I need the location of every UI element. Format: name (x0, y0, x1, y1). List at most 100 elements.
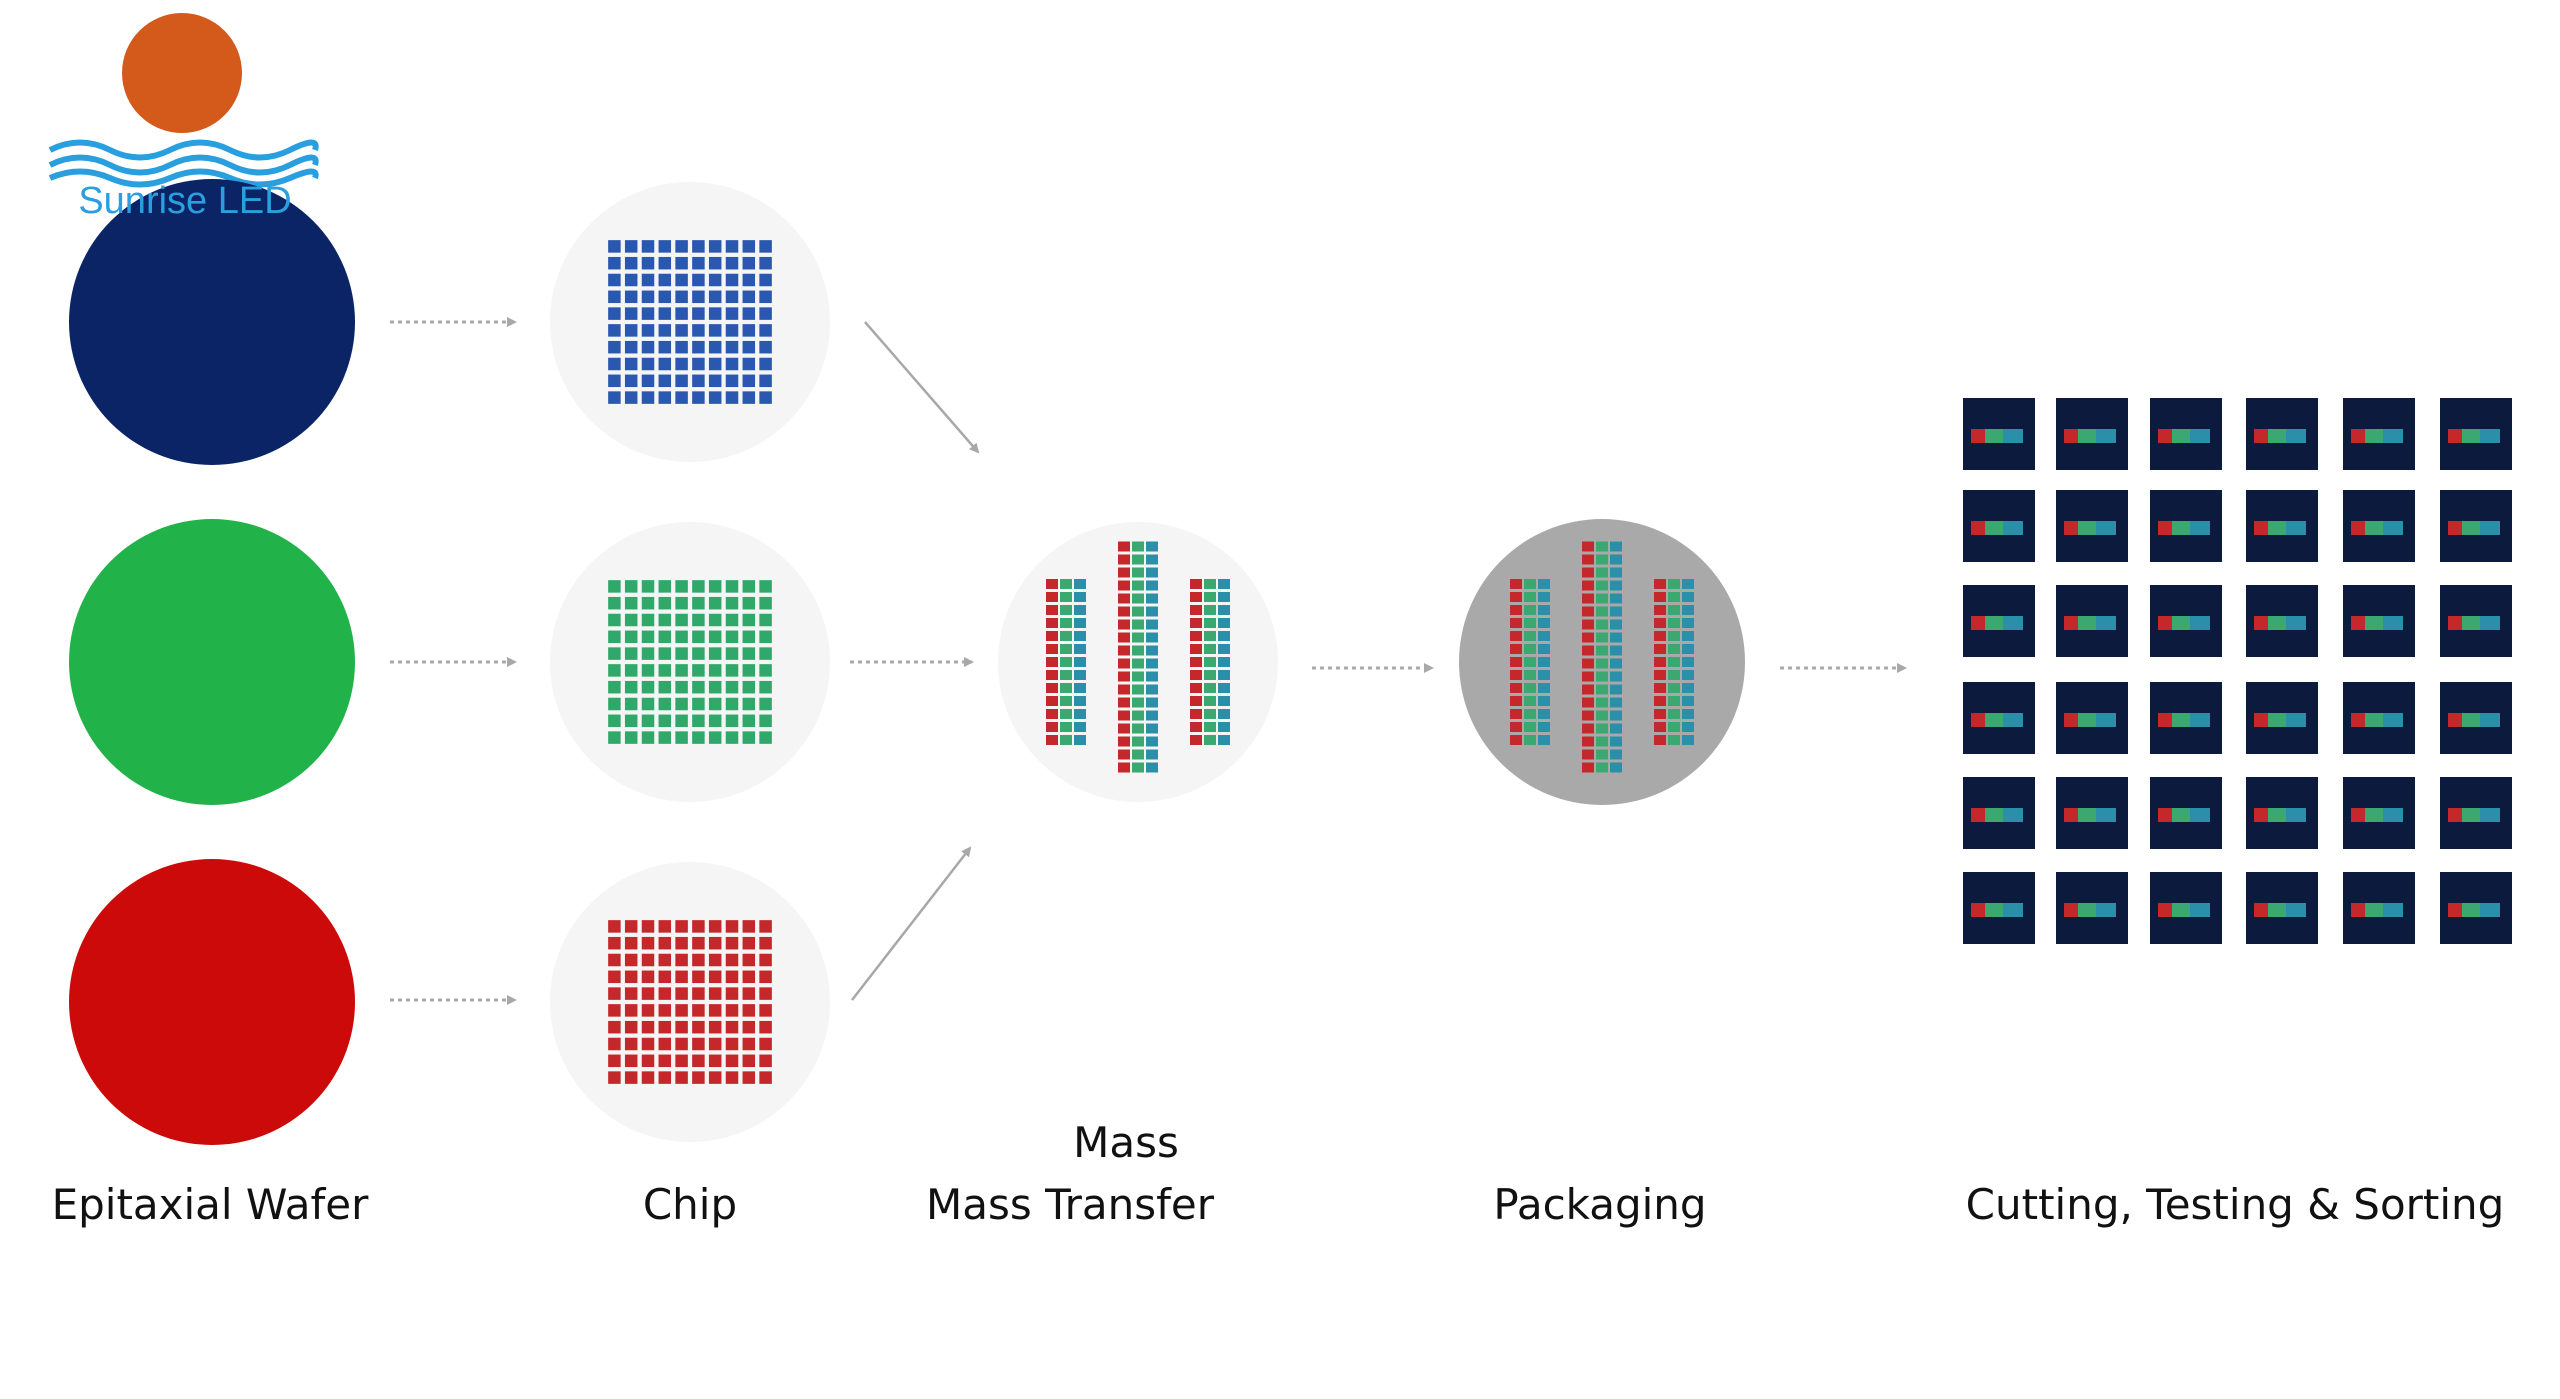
led-column-cell (1060, 683, 1072, 693)
led-column-cell (1596, 736, 1608, 747)
chip-cell-green (759, 630, 772, 644)
led-column-cell (1046, 657, 1058, 667)
led-column-cell (1654, 592, 1666, 602)
led-blue-emitter (2096, 903, 2116, 917)
chip-cell-green (658, 647, 672, 660)
chip-cell-red (692, 1054, 705, 1068)
led-column-cell (1046, 592, 1058, 602)
led-column-cell (1582, 697, 1594, 708)
led-column-cell (1682, 618, 1694, 628)
led-red-emitter (2448, 808, 2462, 822)
led-column-cell (1190, 579, 1202, 589)
led-column-cell (1596, 710, 1608, 721)
led-green-emitter (2268, 713, 2286, 727)
led-green-emitter (2268, 616, 2286, 630)
led-column-cell (1524, 709, 1536, 719)
led-column-cell (1510, 618, 1522, 628)
chip-cell-green (624, 697, 638, 711)
led-blue-emitter (2286, 429, 2306, 443)
chip-cell-blue (624, 324, 638, 337)
chip-cell-blue (725, 273, 739, 287)
led-column-cell (1218, 722, 1230, 732)
chip-cell-blue (708, 307, 722, 320)
led-red-emitter (2064, 808, 2078, 822)
chip-cell-red (725, 987, 739, 1000)
chip-cell-blue (692, 357, 705, 371)
led-column-cell (1582, 671, 1594, 682)
flow-arrows (390, 317, 1907, 1005)
arrow-chip-blue-to-mass (864, 321, 980, 454)
led-column-cell (1118, 554, 1130, 565)
led-column-cell (1610, 658, 1622, 669)
chip-cell-red (608, 936, 621, 950)
led-red-emitter (2351, 903, 2365, 917)
led-green-emitter (2365, 429, 2383, 443)
chip-cell-blue (692, 273, 705, 287)
led-column-cell (1538, 618, 1550, 628)
led-column-cell (1596, 619, 1608, 630)
led-column-cell (1582, 645, 1594, 656)
led-red-emitter (2064, 616, 2078, 630)
led-column-cell (1132, 658, 1144, 669)
chip-cell-red (624, 1004, 638, 1017)
led-column-cell (1190, 592, 1202, 602)
led-column-cell (1538, 605, 1550, 615)
chip-grid-red (608, 920, 772, 1084)
led-column-cell (1074, 683, 1086, 693)
label-mass-transfer: Mass Transfer (926, 1180, 1214, 1229)
led-column-cell (1218, 670, 1230, 680)
led-blue-emitter (2003, 616, 2023, 630)
chip-cell-green (742, 580, 756, 593)
chip-cell-red (742, 953, 756, 967)
led-column-cell (1190, 644, 1202, 654)
led-column-cell (1190, 722, 1202, 732)
led-column-cell (1060, 644, 1072, 654)
chip-cell-red (658, 953, 672, 967)
sunrise-led-logo (48, 13, 319, 188)
led-blue-emitter (2383, 713, 2403, 727)
led-column-cell (1132, 619, 1144, 630)
led-red-emitter (2064, 903, 2078, 917)
led-green-emitter (2268, 903, 2286, 917)
led-column-cell (1524, 592, 1536, 602)
led-column-cell (1118, 567, 1130, 578)
chip-cell-red (708, 1054, 722, 1068)
chip-cell-green (624, 630, 638, 644)
chip-disc-red (550, 862, 830, 1142)
chip-cell-red (658, 970, 672, 984)
chip-cell-green (658, 680, 672, 694)
chip-cell-green (708, 697, 722, 711)
led-blue-emitter (2480, 808, 2500, 822)
led-column-cell (1074, 618, 1086, 628)
led-column-cell (1046, 722, 1058, 732)
led-column-cell (1524, 657, 1536, 667)
led-column-cell (1582, 541, 1594, 552)
led-green-emitter (2462, 521, 2480, 535)
led-column-cell (1132, 567, 1144, 578)
chip-cell-red (708, 920, 722, 933)
chip-cell-green (658, 580, 672, 593)
led-red-emitter (1971, 713, 1985, 727)
chip-cell-red (708, 1020, 722, 1034)
led-column-cell (1060, 657, 1072, 667)
chip-cell-blue (725, 391, 739, 404)
led-green-emitter (2172, 429, 2190, 443)
led-column-cell (1204, 696, 1216, 706)
led-green-emitter (2172, 521, 2190, 535)
led-red-emitter (2351, 713, 2365, 727)
led-column-cell (1118, 658, 1130, 669)
led-column-cell (1074, 631, 1086, 641)
chip-grid-green (608, 580, 772, 744)
chip-cell-blue (742, 273, 756, 287)
chip-cell-blue (708, 290, 722, 304)
chip-cell-green (641, 647, 655, 660)
led-column-cell (1118, 541, 1130, 552)
led-column-cell (1190, 696, 1202, 706)
led-column-cell (1074, 605, 1086, 615)
chip-cell-red (675, 1071, 688, 1084)
led-column-cell (1654, 709, 1666, 719)
led-red-emitter (2158, 808, 2172, 822)
logo-sun-icon (122, 13, 242, 133)
led-column-cell (1118, 710, 1130, 721)
led-column-cell (1610, 567, 1622, 578)
